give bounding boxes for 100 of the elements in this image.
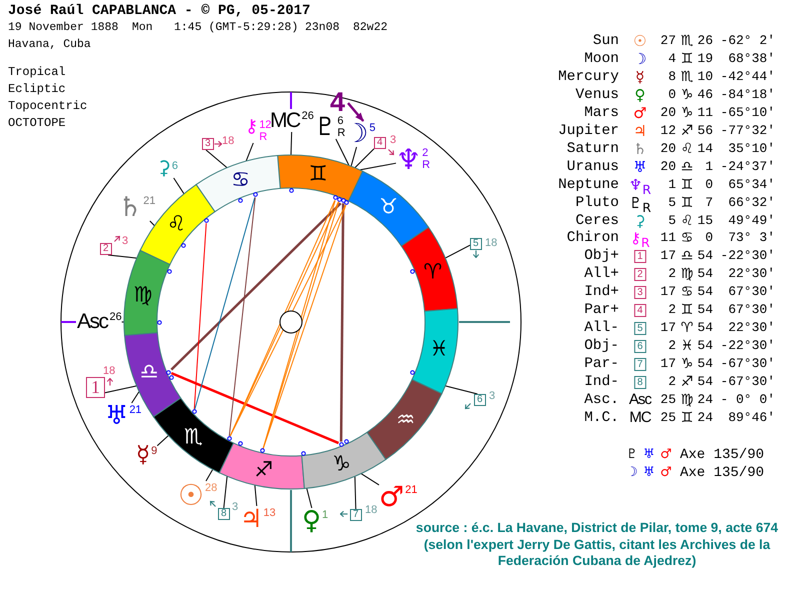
planet-glyph: ⚷$_{R}$	[630, 229, 650, 252]
declination-value: 67°30'	[728, 301, 775, 320]
birth-data-text: 23n08	[305, 21, 340, 35]
leader-line	[306, 488, 312, 508]
position-dot	[238, 441, 243, 446]
degree-value: 11	[660, 229, 676, 248]
point-number: 4	[634, 304, 646, 317]
chart-setting-text: Tropical	[8, 65, 66, 79]
declination-value: -65°10'	[720, 104, 775, 122]
sign-glyph: ♊	[680, 408, 694, 427]
retrograde-mark: R	[422, 159, 430, 171]
aspect-line	[228, 196, 256, 437]
degree-value: 25	[660, 391, 676, 409]
body-name: Venus	[575, 86, 619, 104]
degree-label: 3	[390, 134, 396, 146]
zodiac-glyph: ♐	[254, 460, 274, 481]
sign-glyph: ♎	[680, 247, 694, 266]
planet-glyph: ☿	[635, 68, 645, 86]
minute-value: 24	[697, 408, 713, 427]
leader-line	[290, 132, 292, 156]
zodiac-sign-band	[347, 170, 430, 247]
degree-label: 28	[205, 482, 218, 494]
minute-value: 56	[697, 122, 713, 140]
birth-data-text: 19 November 1888	[8, 21, 118, 35]
point-number: 8	[218, 508, 230, 520]
planet-glyph: ♄	[633, 140, 647, 158]
degree-label: 5	[369, 122, 376, 134]
planet-glyph: ♂	[660, 464, 672, 482]
degree-label: 3	[489, 390, 496, 402]
planet-glyph: ⚳	[157, 159, 171, 178]
degree-value: 2	[668, 265, 676, 284]
position-dot	[410, 268, 416, 274]
planet-glyph: ♅	[633, 158, 647, 176]
angle-glyph: Asc	[629, 391, 651, 409]
zodiac-sign-band	[366, 378, 443, 461]
degree-label: 18	[365, 504, 378, 516]
zodiac-sign-band	[139, 183, 216, 266]
minute-value: 24	[697, 391, 713, 409]
minute-value: 0	[705, 176, 713, 194]
declination-value: 22°30'	[728, 319, 775, 338]
position-dot	[226, 436, 232, 442]
sign-glyph: ♋	[680, 229, 694, 248]
degree-label: 21	[405, 484, 418, 496]
degree-label: 18	[103, 365, 116, 377]
declination-value: 73° 3'	[728, 229, 775, 248]
point-number: 5	[634, 322, 646, 335]
degree-value: 8	[668, 68, 676, 86]
body-name: Pluto	[575, 194, 619, 212]
degree-label: 26	[110, 311, 122, 323]
position-dot	[338, 442, 344, 447]
declination-value: -67°30'	[720, 373, 775, 392]
position-dot	[260, 448, 265, 454]
zodiac-sign-band	[195, 154, 282, 213]
position-dot	[344, 200, 350, 205]
degree-label: 18	[485, 237, 498, 249]
planet-glyph: ♅	[105, 403, 128, 429]
position-dot	[344, 439, 350, 444]
degree-label: 6	[172, 160, 178, 172]
axis-note: Axe 135/90	[680, 464, 764, 482]
sign-glyph: ♌	[680, 212, 694, 230]
minute-value: 11	[697, 104, 713, 122]
sign-glyph: ♏	[680, 68, 694, 86]
body-name: Par+	[584, 301, 619, 320]
degree-value: 20	[660, 140, 676, 158]
axis-note: Axe 135/90	[680, 446, 764, 464]
body-name: Saturn	[566, 140, 619, 158]
leader-line	[108, 254, 138, 259]
planet-glyph: ⚷	[245, 118, 258, 136]
degree-value: 2	[668, 337, 676, 356]
minute-value: 54	[697, 301, 713, 320]
planet-glyph: ♄	[118, 194, 142, 221]
sign-glyph: ♎	[680, 158, 694, 176]
chart-setting-text: Topocentric	[8, 99, 88, 113]
position-dot	[166, 370, 172, 375]
aspect-line	[170, 202, 342, 371]
planet-glyph: ☽	[633, 50, 647, 68]
degree-label: 21	[143, 195, 156, 207]
planet-glyph: ♂	[379, 483, 404, 511]
body-name: Par-	[584, 355, 619, 374]
zodiac-glyph: ♒	[396, 409, 416, 430]
zodiac-sign-band	[152, 397, 235, 474]
sign-glyph: ♏	[680, 32, 694, 50]
declination-value: 65°34'	[728, 176, 775, 194]
sign-glyph: ♑	[680, 104, 694, 122]
planet-glyph: ♀	[634, 86, 646, 104]
point-number: 2	[634, 268, 646, 281]
degree-value: 17	[660, 283, 676, 302]
planet-glyph: ♇	[626, 446, 638, 464]
minute-value: 54	[697, 247, 713, 266]
degree-value: 20	[660, 104, 676, 122]
zodiac-glyph: ♉	[379, 196, 398, 218]
aspect-line	[194, 196, 256, 410]
minute-value: 15	[697, 212, 713, 230]
degree-value: 0	[668, 86, 676, 104]
sign-glyph: ♐	[680, 373, 694, 392]
body-name: Sun	[592, 32, 619, 50]
degree-label: 9	[151, 445, 158, 457]
zodiac-sign-band	[411, 307, 459, 395]
body-name: Mars	[584, 104, 619, 122]
declination-value: 67°30'	[728, 283, 775, 302]
